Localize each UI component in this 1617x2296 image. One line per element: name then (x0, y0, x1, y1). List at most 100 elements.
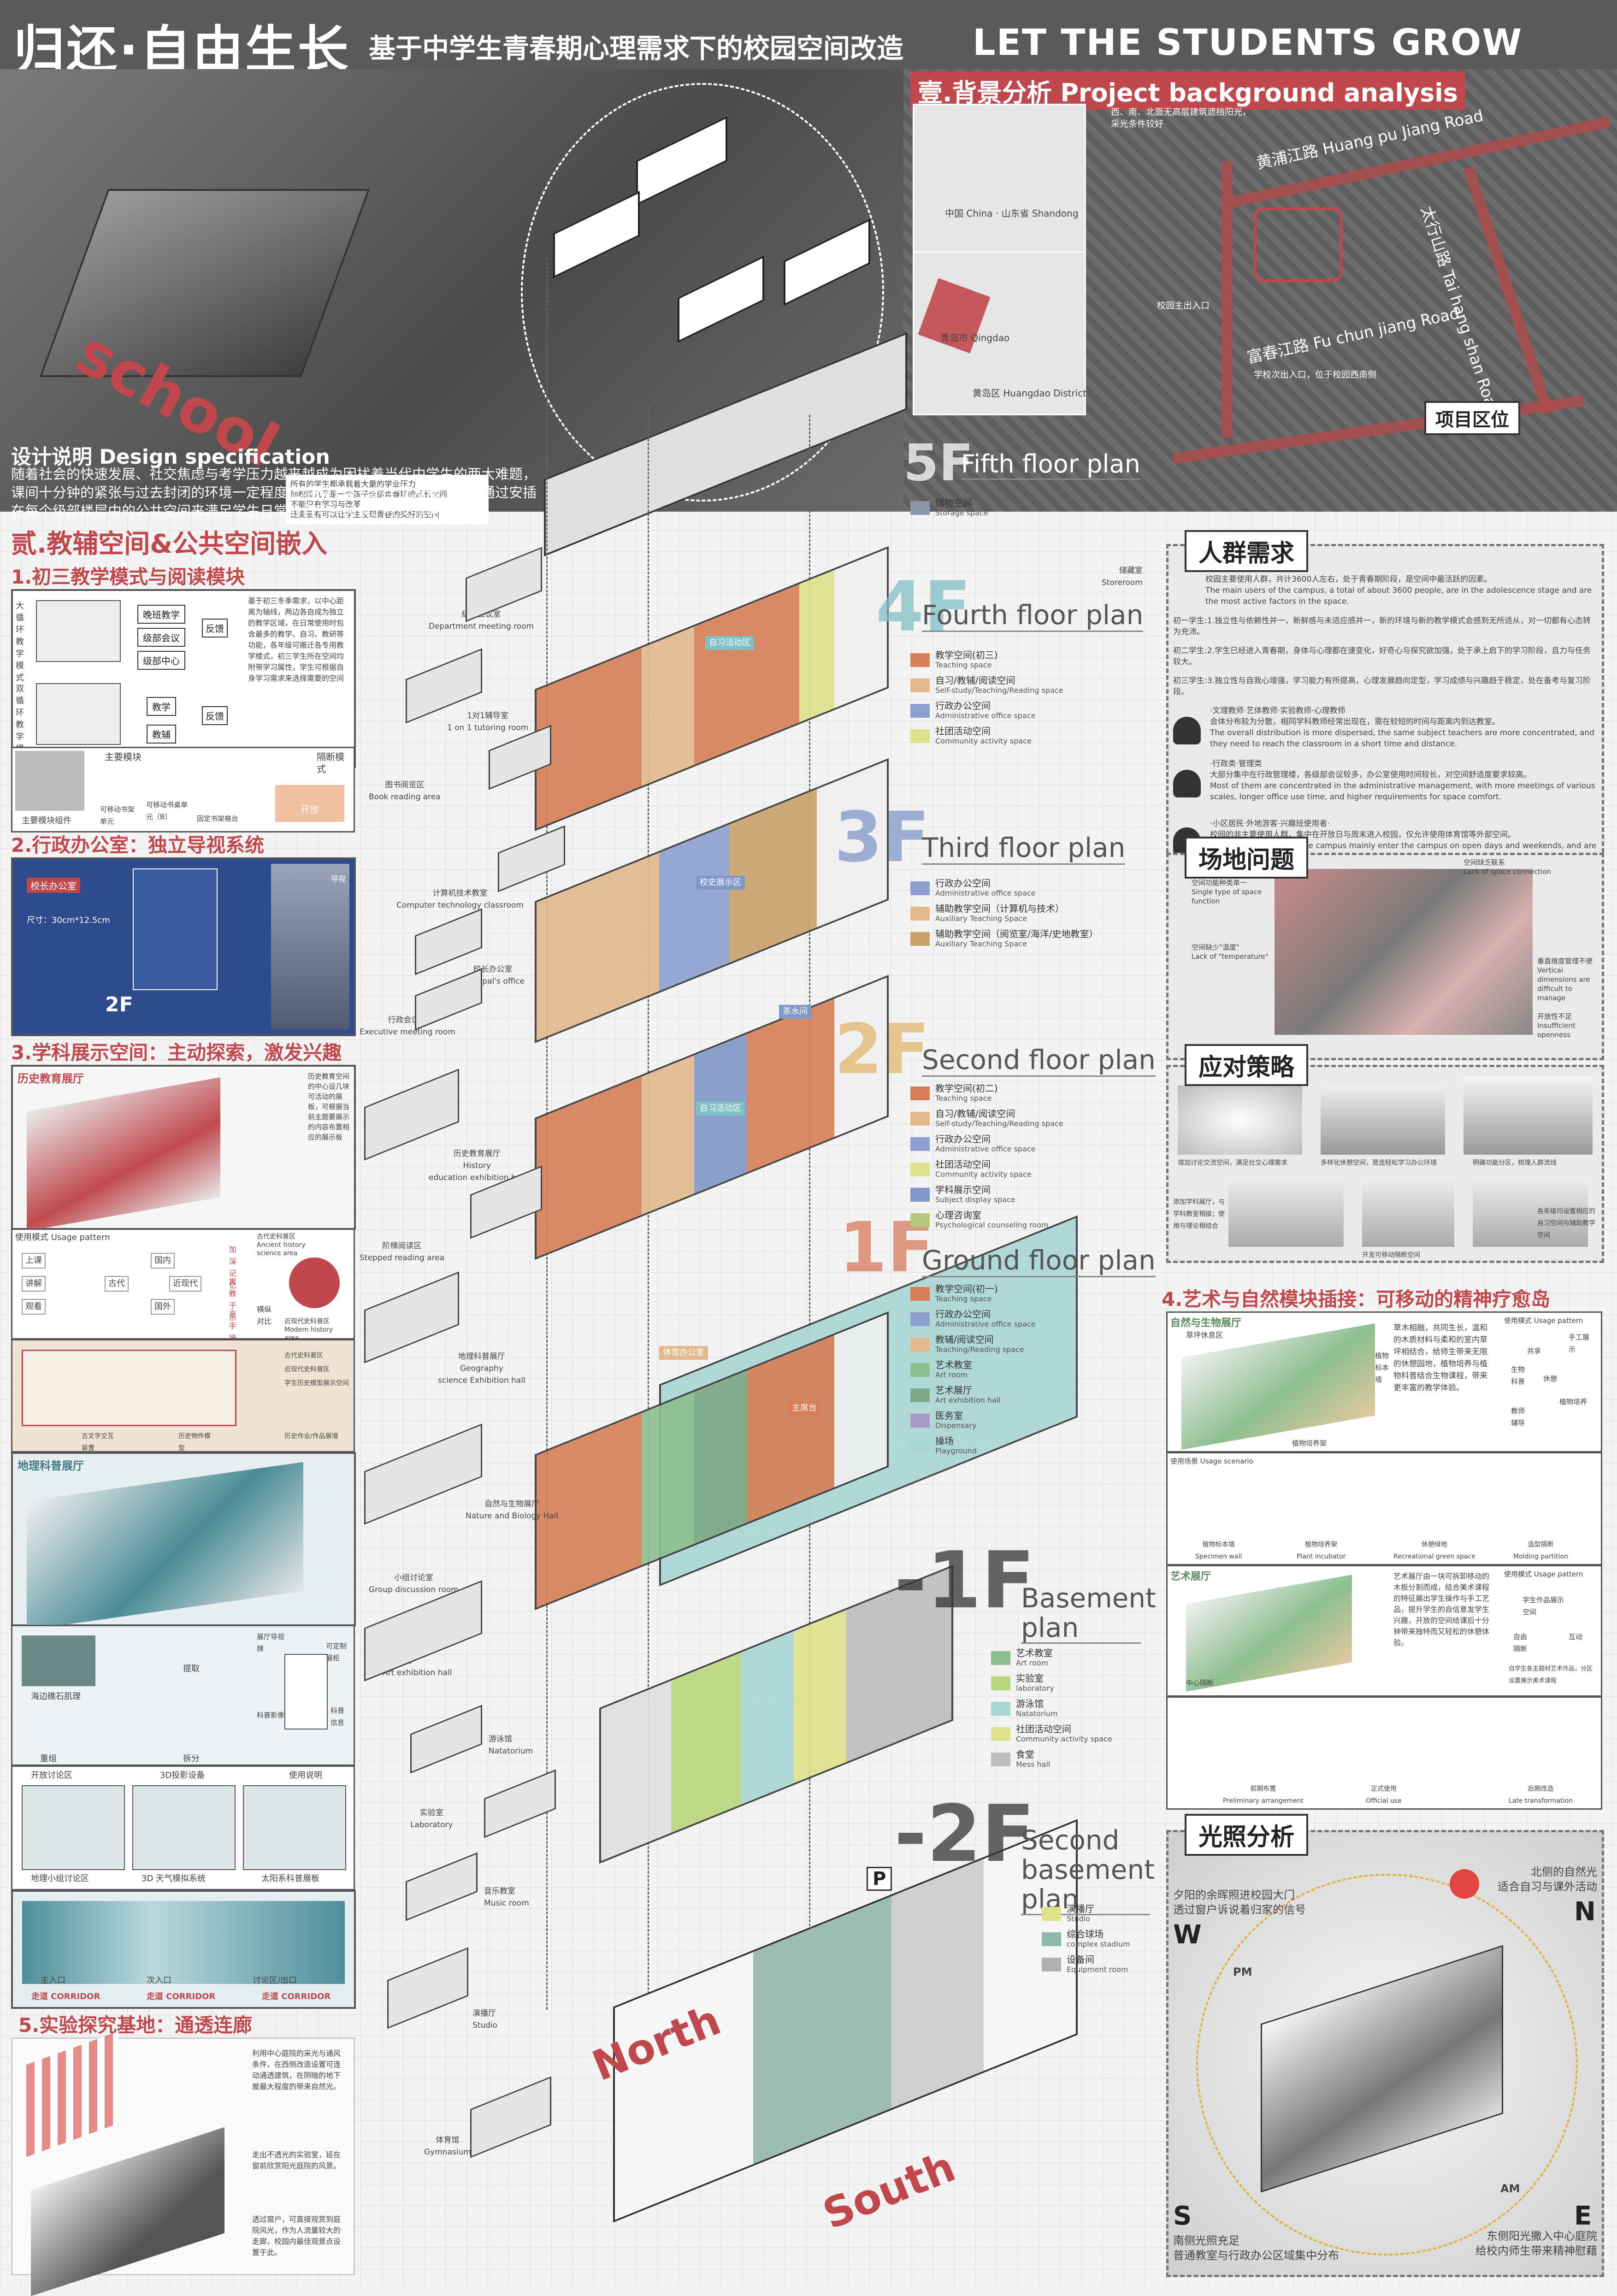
iso-label-gym: 体育馆 Gymnasium (424, 2136, 471, 2157)
floor-name-1f: Ground floor plan (922, 1245, 1156, 1277)
sub1-box-6: 教辅 (147, 725, 176, 744)
legend-item-f1: 教学空间(初一)Teaching space (910, 1284, 998, 1304)
design-spec-title: 设计说明 Design specification (11, 445, 330, 469)
sub3-geo-card: 地理科普展厅 (11, 1452, 356, 1630)
map-note-sub-entrance: 学校次出入口，位于校园西南侧 (1254, 370, 1377, 380)
legend-swatch (910, 1112, 930, 1126)
design-spec-text: 随着社会的快速发展、社交焦虑与考学压力越来越成为困扰着当代中学生的两大难题，课间… (11, 466, 537, 519)
legend-cn: 教学空间(初一) (935, 1283, 998, 1294)
crowd-row-1: 初一学生:1.独立性与依赖性并一，新鲜感与未适应感并一，新的环境与新的教学模式会… (1173, 616, 1591, 637)
corridor-exit: 讨论区/出口 (253, 1976, 297, 1985)
art-usage-node-1: 手工展示 (1569, 1333, 1590, 1353)
legend-swatch (910, 1439, 930, 1453)
sub3-geo-label-2: 提取 (183, 1664, 200, 1674)
strategy-caption-5: 开发可移动隔断空间 (1362, 1251, 1420, 1259)
sub1-side-1: 大循环教学模式 (16, 601, 24, 683)
school-site-marker (1254, 207, 1342, 282)
sub3-title: 3.学科展示空间：主动探索，激发兴趣 (11, 1041, 342, 1064)
art-phase-1: 前期布置 Preliminary arrangement (1223, 1785, 1304, 1805)
sub5-title: 5.实验探究基地：通透连廊 (18, 2014, 253, 2036)
floor-big-4f: 4F (876, 567, 971, 647)
sub1-main-label: 主要模块组件 (22, 816, 71, 826)
sub3-geo-model (27, 1462, 303, 1630)
site-label-4: 垂直维度管理不便 Vertical dimensions are difficu… (1537, 957, 1593, 1002)
legend-en: Art exhibition hall (935, 1396, 1001, 1405)
legend-cn: 行政办公空间 (935, 1309, 991, 1320)
legend-en: Community activity space (935, 737, 1032, 745)
legend-en: Teaching space (935, 1094, 992, 1103)
legend-cn: 辅助教学空间（阅览室/海洋/史地教室） (935, 928, 1098, 939)
legend-en: Community activity space (1016, 1735, 1112, 1743)
sub5-text-2: 走出不透光的实验室，延在窗前欣赏阳光庭院的风景。 (252, 2150, 341, 2170)
sub1-title: 1.初三教学模式与阅读模块 (11, 566, 245, 588)
site-label-1: 空间功能种类单一 Single type of space function (1192, 879, 1262, 905)
legend-swatch (910, 679, 930, 692)
sub3-panel-item-2: 历史物件模型 (178, 1433, 211, 1452)
sub2-legend-title: 校长办公室 (27, 878, 80, 893)
sub3-flow-2: 讲解 (22, 1276, 46, 1292)
art-usage-node-6: 共享 (1527, 1347, 1541, 1355)
legend-en: complex stadium (1067, 1940, 1130, 1948)
corridor-entry-sub: 次入口 (147, 1976, 171, 1985)
sub1-open-box (275, 785, 344, 822)
iso-label-group: 小组讨论室 Group discussion room (369, 1573, 459, 1594)
art-phase-2: 正式使用 Official use (1366, 1785, 1402, 1805)
light-nw: 夕阳的余晖照进校园大门 透过窗户诉说着归家的信号 (1173, 1889, 1306, 1916)
sub2-title: 2.行政办公室：独立导视系统 (11, 834, 265, 856)
iso-label-music: 音乐教室 Music room (484, 1887, 529, 1908)
legend-swatch (991, 1727, 1010, 1741)
art-usage-title: 使用模式 Usage pattern (1504, 1316, 1583, 1325)
floor-big-b1: -1F (894, 1535, 1035, 1626)
legend-en: Subject display space (935, 1195, 1015, 1204)
legend-en: Self-study/Teaching/Reading space (935, 1119, 1063, 1128)
legend-en: Administrative office space (935, 1320, 1036, 1328)
iso-tag-5: 体育办公室 (659, 1346, 708, 1360)
site-box: 空间功能种类单一 Single type of space function 空… (1166, 853, 1604, 1060)
legend-cn: 储物空间 (935, 497, 972, 508)
sub3-usage-title: 使用模式 Usage pattern (15, 1233, 110, 1242)
light-sw: 南侧光照充足 普通教室与行政办公区域集中分布 (1173, 2234, 1339, 2262)
legend-cn: 操场 (935, 1435, 954, 1446)
art-hall2-sub: 中心隔断 (1186, 1679, 1214, 1687)
sub3-flow-5: 近现代 (169, 1276, 201, 1292)
location-tag: 项目区位 (1424, 401, 1520, 435)
sub3-flow-1: 上课 (22, 1253, 46, 1269)
art-hall1-text: 草木相融，共同生长，温和的木质材料与柔和的室内草坪相结合，给师生带来无限的休憩园… (1393, 1323, 1487, 1393)
site-label-3: 空间缺少"温度" Lack of "temperature" (1192, 943, 1269, 961)
art-scene-2: 植物培养架 Plant incubator (1297, 1541, 1346, 1560)
legend-swatch (910, 729, 930, 743)
strategy-img-4 (1228, 1178, 1344, 1247)
legend-swatch (910, 704, 930, 718)
art-hall1-sub: 草坪休息区 (1186, 1331, 1223, 1340)
sub3-circle-door (289, 1257, 340, 1308)
sub3-history-card: 历史教育展厅 历史教育空间的中心设几块可活动的展板，可根据当前主题要展示的内容布… (11, 1065, 356, 1232)
geo-row-2: 3D 天气模拟系统 (142, 1874, 206, 1883)
legend-cn: 医务室 (935, 1410, 963, 1421)
sub3-flow-6: 国内 (151, 1253, 175, 1269)
art-scenario-card: 使用场景 Usage scenario 植物标本墙 Specimen wall … (1166, 1452, 1602, 1565)
iso-label-geo: 地理科普展厅 Geography science Exhibition hall (438, 1352, 525, 1385)
map-note-top: 西、南、北面无高层建筑遮挡阳光， 采光条件较好 (1111, 107, 1251, 129)
art-scene-1: 植物标本墙 Specimen wall (1195, 1541, 1242, 1560)
art-scenario-title: 使用场景 Usage scenario (1170, 1457, 1253, 1465)
legend-swatch (910, 1312, 930, 1326)
art-hall2-node-2: 互动 (1569, 1633, 1583, 1641)
crowd-tag: 人群需求 (1185, 530, 1309, 572)
legend-swatch (910, 1414, 930, 1428)
legend-item-f3: 辅助教学空间（阅览室/海洋/史地教室）Auxiliary Teaching Sp… (910, 929, 1098, 949)
sun-path-circle (1196, 1874, 1578, 2255)
legend-en: Equipment room (1067, 1965, 1128, 1974)
